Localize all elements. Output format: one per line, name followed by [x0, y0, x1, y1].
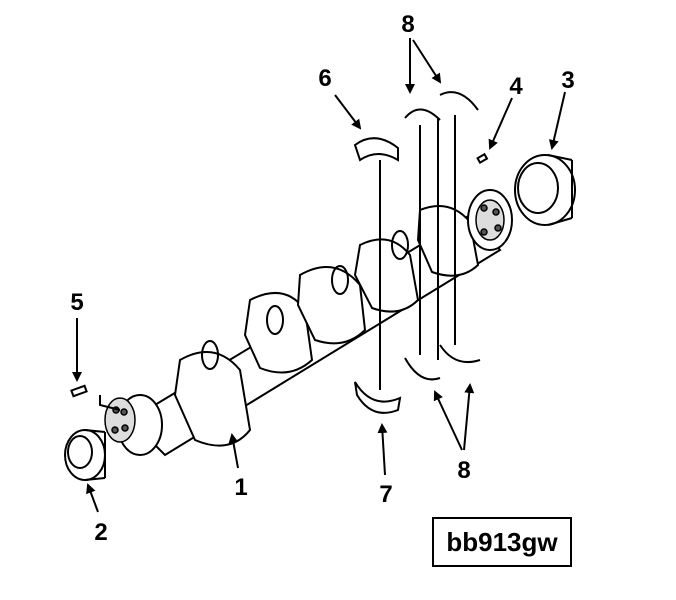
front-gear-ring — [64, 429, 106, 481]
callout-1: 1 — [234, 474, 247, 501]
figure-code-label: bb913gw — [432, 517, 572, 567]
dowel-pin-front — [70, 384, 88, 398]
upper-bearing-shell-6 — [353, 137, 399, 162]
lower-bearing-shells-8 — [404, 344, 481, 381]
lower-bearing-shell-7 — [354, 381, 402, 414]
callout-8-bottom: 8 — [457, 457, 470, 484]
upper-bearing-shells-8 — [404, 91, 479, 121]
rear-gear-ring — [514, 154, 576, 226]
callout-arrows — [72, 38, 566, 513]
callout-3: 3 — [561, 67, 574, 94]
callout-4: 4 — [509, 73, 523, 100]
assembly-lines — [99, 115, 456, 411]
dowel-pin-rear — [476, 152, 489, 164]
callout-8-top: 8 — [401, 11, 414, 38]
crankshaft — [104, 189, 513, 457]
callout-6: 6 — [318, 65, 331, 92]
callout-2: 2 — [94, 519, 107, 546]
callout-5: 5 — [70, 289, 83, 316]
callout-7: 7 — [379, 481, 392, 508]
